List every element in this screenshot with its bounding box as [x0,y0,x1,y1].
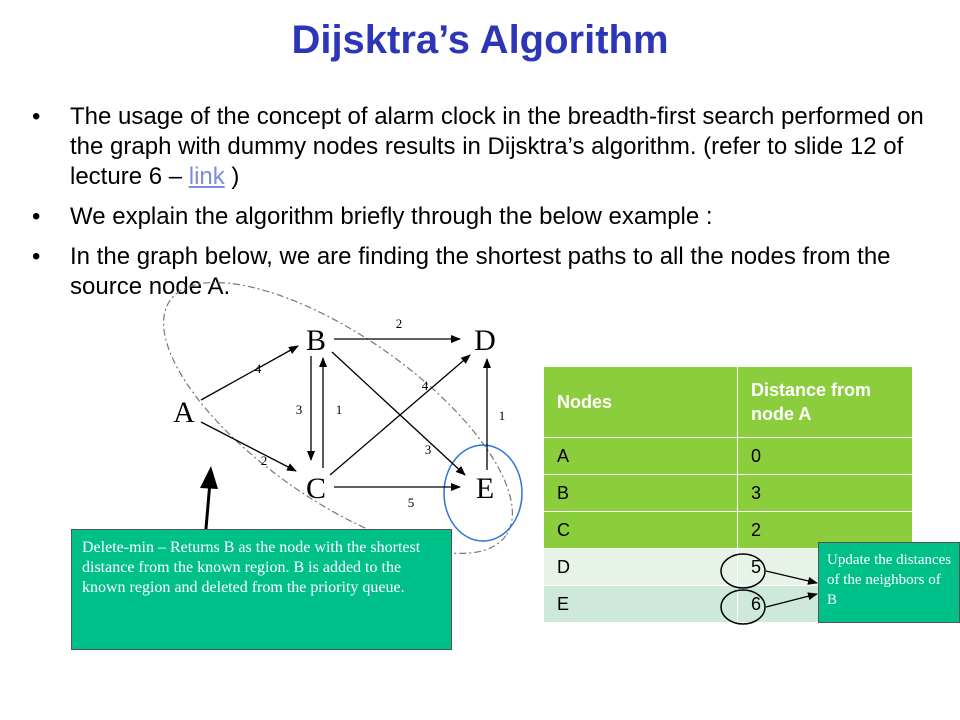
weight-b-c: 3 [296,402,303,417]
cell-distance: 0 [737,437,913,475]
update-arrow-e [765,592,818,608]
pointer-arrow-head [200,466,218,489]
edge-c-d [329,354,471,476]
bullet-item: • We explain the algorithm briefly throu… [32,202,932,232]
bullet-list: • The usage of the concept of alarm cloc… [32,102,932,312]
slide-title: Dijsktra’s Algorithm [291,18,669,62]
bullet-dot: • [32,103,41,130]
header-distance: Distance from node A [737,366,913,438]
cell-node: B [543,474,738,512]
weight-c-e: 5 [408,495,415,510]
weight-a-b: 4 [255,361,262,376]
weight-c-d: 3 [425,442,432,457]
cell-node: D [543,548,738,586]
bullet-item: • In the graph below, we are finding the… [32,242,932,302]
weight-e-d: 1 [499,408,506,423]
weight-b-e: 4 [422,378,429,393]
bullet-dot: • [32,203,41,230]
edge-b-e [331,351,466,476]
bullet-text: The usage of the concept of alarm clock … [70,103,924,190]
updated-d-circle [720,553,766,589]
known-region-boundary [163,281,513,555]
update-arrow-d [765,570,818,585]
delete-min-callout: Delete-min – Returns B as the node with … [71,529,452,650]
table-row: B 3 [543,474,913,512]
cell-node: E [543,585,738,623]
bullet-text: In the graph below, we are finding the s… [70,243,891,300]
node-d: D [474,324,496,357]
bullet-text: We explain the algorithm briefly through… [70,203,713,230]
table-header-row: Nodes Distance from node A [543,366,913,438]
node-b: B [306,324,326,357]
table-row: A 0 [543,437,913,475]
node-a: A [173,396,195,429]
weight-b-d: 2 [396,316,403,331]
bullet-text-tail: ) [224,163,240,190]
bullet-item: • The usage of the concept of alarm cloc… [32,102,932,192]
cell-node: A [543,437,738,475]
lecture-link[interactable]: link [188,163,225,190]
edge-a-b [200,345,299,401]
update-distances-callout: Update the distances of the neighbors of… [818,542,960,623]
bullet-dot: • [32,243,41,270]
weight-a-c: 2 [261,453,268,468]
node-e: E [476,472,494,505]
updated-e-circle [720,589,766,625]
node-e-highlight [443,444,523,542]
cell-distance: 3 [737,474,913,512]
header-nodes: Nodes [543,366,738,438]
edge-a-c [200,421,297,472]
cell-node: C [543,511,738,549]
weight-c-b: 1 [336,402,343,417]
node-c: C [306,472,326,505]
